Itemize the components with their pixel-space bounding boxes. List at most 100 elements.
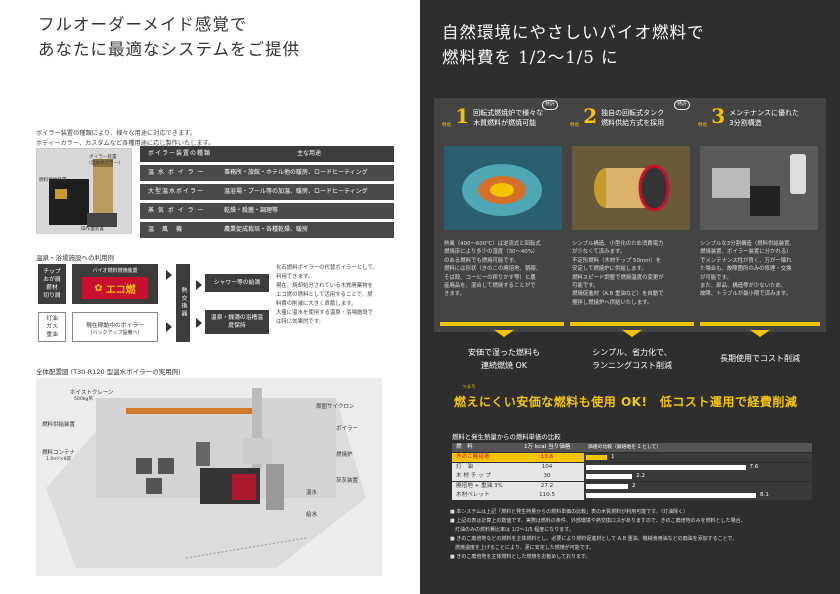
label-boiler: ボイラー bbox=[336, 426, 359, 432]
result-line: 安価で湿った燃料も bbox=[468, 348, 540, 357]
feature-title-line: 回転式燃焼炉で様々な bbox=[473, 109, 544, 117]
comparison-fuel: 灯 油 bbox=[456, 463, 473, 470]
comparison-ratio-label: 2.2 bbox=[636, 473, 646, 479]
comparison-header-ratio: 価値の比較（廃培地を 1 として） bbox=[588, 445, 662, 450]
types-row-name: 大型温水ボイラー bbox=[148, 188, 205, 195]
brand-logo: ✿ エコ燃 bbox=[82, 277, 148, 299]
label-supply: 燃料供給装置 bbox=[42, 422, 76, 428]
feature-body-line: きます。 bbox=[444, 291, 466, 298]
comparison-price: 110.5 bbox=[538, 492, 555, 498]
arrow-down-icon bbox=[494, 330, 514, 337]
comparison-ratio-label: 1 bbox=[610, 454, 615, 460]
label-container: 燃料コンテナ bbox=[42, 450, 76, 456]
result-line: 長期使用でコスト削減 bbox=[720, 354, 800, 363]
feature-body-line: のある燃料でも燃焼可能です。 bbox=[444, 257, 519, 264]
boiler-photo: ボイラー装置(温水ボイラー) 燃料供給装置 操作盤装置 bbox=[36, 148, 132, 234]
note-line: ■ 本システムは上記「燃料と発生熱量からの燃料単価の比較」表の木質燃料が利用可能… bbox=[450, 509, 689, 515]
feature-3-image bbox=[700, 146, 818, 230]
result-line: ランニングコスト削減 bbox=[592, 361, 672, 370]
label-hoist: ホイストクレーン bbox=[70, 390, 114, 396]
feature-body-line: シンプルな3分割構造（燃料供給装置、 bbox=[700, 241, 795, 247]
boiler-label-main: ボイラー装置 bbox=[89, 155, 117, 160]
feature-3: 特長 3 メンテナンスに優れた 3分割構造 bbox=[698, 104, 822, 128]
layout-illustration bbox=[46, 388, 366, 568]
flow-desc-line: は特に効果的です。 bbox=[276, 319, 324, 325]
arrow-right-icon bbox=[196, 318, 202, 328]
feature-body-line: 燃焼床により多少の湿度（30〜40%） bbox=[444, 249, 539, 256]
comparison-bar bbox=[586, 493, 756, 498]
feature-body-line: 可能です。 bbox=[572, 283, 599, 290]
result-bar bbox=[570, 322, 694, 326]
label-hoist-sub: 500kg吊 bbox=[74, 397, 93, 402]
arrow-right-icon bbox=[166, 270, 172, 280]
comparison-price: 13.6 bbox=[540, 454, 554, 460]
arrow-down-icon bbox=[750, 330, 770, 337]
feature-body-line: 産廃品を、混合して燃焼することがで bbox=[444, 283, 536, 290]
feature-body-line: た場合も、故障箇所のみの修理・交換 bbox=[700, 266, 792, 273]
comparison-fuel: 木 材 チ ッ プ bbox=[456, 473, 492, 479]
result-2: シンプル、省力化で、 ランニングコスト削減 bbox=[570, 346, 694, 372]
flow-output-bath: 温泉・銭湯の浴槽温度保持 bbox=[205, 310, 269, 334]
result-bar bbox=[440, 322, 564, 326]
feature-body-line: 燃焼促進材（A.B 重油など）を自動で bbox=[572, 291, 664, 298]
flow-heat-exchanger: 熱交換器 bbox=[176, 264, 190, 342]
comparison-fuel: きのこ廃培地 bbox=[456, 454, 490, 460]
types-row: 温 水 ボ イ ラ ー 事務所・旅館・ホテル他の暖房、ロードヒーティング bbox=[140, 165, 394, 181]
feature-1: 特長 1 回転式燃焼炉で様々な 木質燃料が燃焼可能 特許 bbox=[442, 100, 562, 128]
types-header-type: ボイラー装置の種類 bbox=[148, 150, 212, 157]
feature-1-body: 熱風（400〜600℃）は逆流式と回転式 燃焼床により多少の湿度（30〜40%）… bbox=[444, 240, 564, 299]
rotary-tank-icon bbox=[594, 164, 670, 212]
patent-badge: 特許 bbox=[542, 100, 558, 110]
flow-existing-name: 現在稼動中のボイラー bbox=[86, 323, 144, 329]
three-part-unit-icon bbox=[712, 154, 806, 216]
label-ash: 灰灰装置 bbox=[336, 478, 359, 484]
types-header-use: 主な用途 bbox=[296, 150, 321, 157]
note-line: ■ きのこ廃培地を主体燃料とした燃焼をお勧めしております。 bbox=[450, 554, 591, 560]
comparison-bar-track bbox=[584, 453, 812, 462]
comparison-table: 燃 料 1万 kcal 当り価格 価値の比較（廃培地を 1 として） きのこ廃培… bbox=[452, 443, 812, 501]
layout-title: 全体配置図 (T30-R120 型温水ボイラーの実用例) bbox=[36, 368, 181, 376]
feature-body-line: そば殻、コーヒーの搾りかす等）と農 bbox=[444, 274, 536, 281]
feature-3-body: シンプルな3分割構造（燃料供給装置、 燃焼装置、ボイラー装置に分かれる） でメン… bbox=[700, 240, 822, 299]
left-headline-line1: フルオーダーメイド感覚で bbox=[38, 15, 248, 34]
flow-desc-line: 現在、焼却処分されている木質廃棄物を bbox=[276, 283, 373, 289]
comparison-bar-track bbox=[584, 481, 812, 491]
brand-name: エコ燃 bbox=[105, 284, 136, 296]
note-line: 燃焼温度を上げることにより、更に安定した燃焼が可能です。 bbox=[450, 545, 595, 551]
left-headline: フルオーダーメイド感覚で あなたに最適なシステムをご提供 bbox=[38, 12, 300, 62]
comparison-header-fuel: 燃 料 bbox=[456, 444, 473, 450]
flow-input-fossil: 灯油 ガス 重油 bbox=[38, 312, 66, 342]
feature-body-line: 熱風（400〜600℃）は逆流式と回転式 bbox=[444, 241, 541, 247]
comparison-bar bbox=[586, 464, 746, 470]
comparison-bar-track bbox=[584, 472, 812, 481]
feature-body-line: 不定形燃料（木材チップ 50mm）を bbox=[572, 257, 662, 264]
flow-desc-line: 化石燃料ボイラーの代替ボイラーとして、 bbox=[276, 265, 378, 271]
feature-title-line: 木質燃料が燃焼可能 bbox=[473, 119, 537, 127]
feature-body-line: でメンテナンス性が良く、万が一壊れ bbox=[700, 257, 792, 264]
patent-badge: 特許 bbox=[674, 100, 690, 110]
comparison-bar bbox=[586, 483, 628, 489]
comparison-price: 27.2 bbox=[540, 482, 554, 489]
feature-body-line: が可能です。 bbox=[700, 274, 732, 281]
right-page: 自然環境にやさしいバイオ燃料で 燃料費を 1/2〜1/5 に 特長 1 回転式燃… bbox=[420, 0, 840, 594]
feature-tag: 特長 bbox=[698, 123, 708, 128]
comparison-header-price: 1万 kcal 当り価格 bbox=[524, 444, 571, 450]
feature-body-line: 攪拌し燃焼炉へ供給いたします。 bbox=[572, 299, 653, 306]
result-bar bbox=[700, 322, 820, 326]
right-headline: 自然環境にやさしいバイオ燃料で 燃料費を 1/2〜1/5 に bbox=[442, 20, 705, 70]
intro-line2: ボディーカラー、カスタムなど各種用途に応じ製作いたします。 bbox=[36, 140, 215, 147]
types-row: 温 風 機 農業促成栽培・各種乾燥、暖房 bbox=[140, 222, 394, 238]
flow-output-shower: シャワー等の給湯 bbox=[205, 274, 269, 292]
result-line: 連続燃焼 OK bbox=[480, 361, 528, 370]
furnace-cutaway-icon bbox=[462, 164, 542, 216]
note-line: ■ 上記の表は計算上の数値です。実際は燃料の条件、外部環境や熱交換ロスがあります… bbox=[450, 518, 746, 524]
boiler-illustration bbox=[49, 159, 117, 227]
label-water-supply: 給水 bbox=[306, 512, 318, 518]
left-page: フルオーダーメイド感覚で あなたに最適なシステムをご提供 ボイラー装置の種類によ… bbox=[36, 12, 394, 576]
flow-boiler-box: バイオ燃料燃焼装置 ✿ エコ燃 bbox=[72, 264, 158, 304]
comparison-fuel: 廃培地 + 重油 3% bbox=[456, 482, 503, 489]
note-line: 灯油のみの燃料費比率は 1/2〜1/5 程度になります。 bbox=[450, 527, 574, 533]
feature-body-line: が少なくて済みます。 bbox=[572, 249, 626, 256]
comparison-ratio-label: 8.1 bbox=[760, 492, 769, 498]
